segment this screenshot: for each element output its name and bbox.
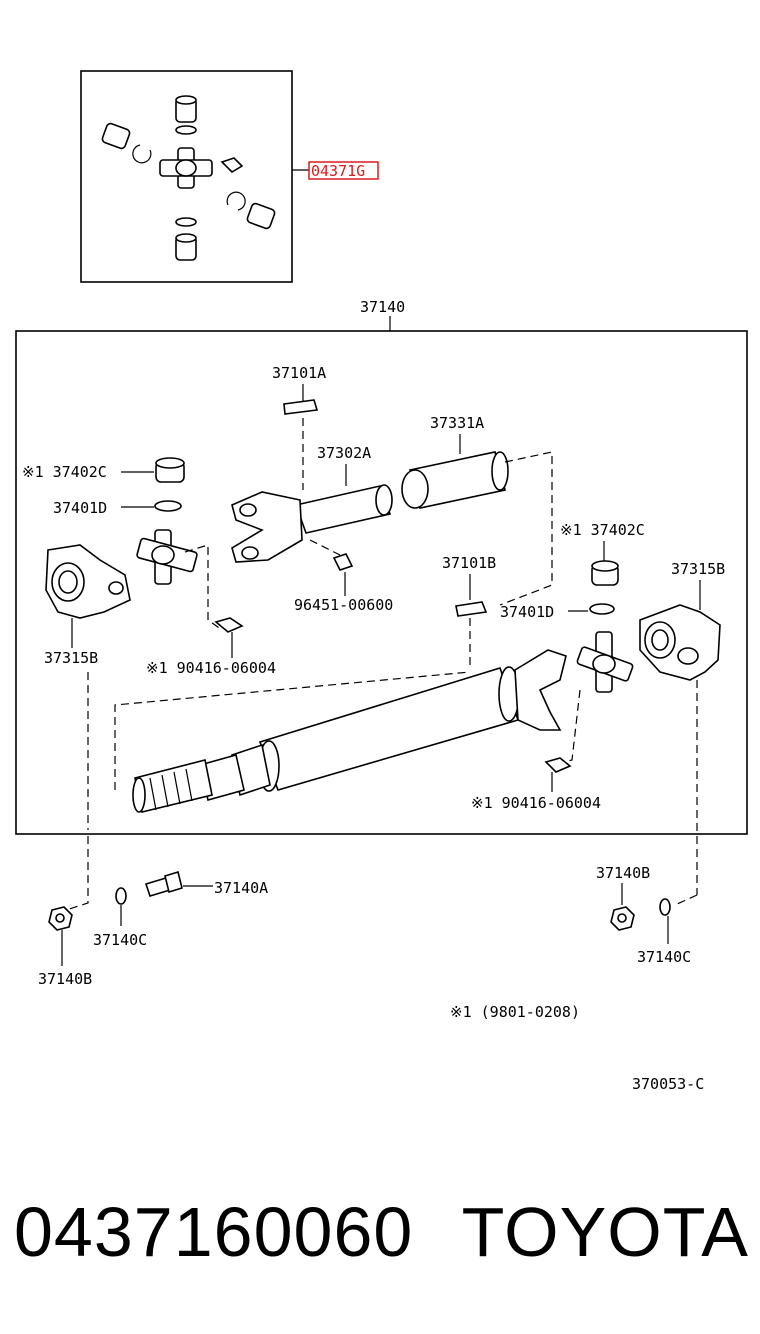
parts-diagram: 04371G 37140 37101A 37331A 37302A 96451-… bbox=[15, 70, 748, 1093]
fitting-90416-lower bbox=[544, 757, 572, 773]
label-37401D-left: 37401D bbox=[53, 499, 107, 517]
grease-fitting-inset bbox=[220, 157, 244, 174]
nut-37140B-left bbox=[48, 906, 73, 931]
label-37140B-left: 37140B bbox=[38, 970, 92, 988]
label-37140A: 37140A bbox=[214, 879, 268, 897]
part-number: 0437160060 bbox=[14, 1193, 414, 1271]
label-04371G[interactable]: 04371G bbox=[311, 162, 365, 180]
sleeve-37331A bbox=[401, 451, 509, 509]
label-37402C-left: ※1 37402C bbox=[22, 463, 107, 481]
label-assembly: 37140 bbox=[360, 298, 405, 316]
fitting-90416-upper bbox=[214, 617, 244, 633]
balance-weight-37101B bbox=[455, 601, 488, 617]
propeller-shaft bbox=[132, 649, 567, 813]
label-96451: 96451-00600 bbox=[294, 596, 393, 614]
spider-right bbox=[576, 631, 634, 693]
inset-box bbox=[80, 70, 309, 283]
label-37401D-right: 37401D bbox=[500, 603, 554, 621]
footer: 0437160060 TOYOTA bbox=[14, 1192, 749, 1272]
balance-weight-37101A bbox=[283, 399, 319, 415]
label-37101A: 37101A bbox=[272, 364, 326, 382]
brand-name: TOYOTA bbox=[461, 1193, 749, 1271]
label-37315B-left: 37315B bbox=[44, 649, 98, 667]
washer-37140C-left bbox=[115, 887, 127, 905]
flange-37315B-right bbox=[639, 604, 721, 681]
grease-fitting-96451 bbox=[332, 553, 354, 571]
label-37302A: 37302A bbox=[317, 444, 371, 462]
snap-ring-37401D-right bbox=[589, 603, 615, 615]
label-37402C-right: ※1 37402C bbox=[560, 521, 645, 539]
spider-cross-inset bbox=[159, 147, 213, 189]
applicability-note: ※1 (9801-0208) bbox=[450, 1003, 580, 1021]
label-90416-lower: ※1 90416-06004 bbox=[471, 794, 601, 812]
bolt-37140A bbox=[144, 870, 183, 897]
bearing-cup-37402C-right bbox=[591, 560, 619, 586]
diagram-code: 370053-C bbox=[632, 1075, 704, 1093]
label-37101B: 37101B bbox=[442, 554, 496, 572]
label-37140C-right: 37140C bbox=[637, 948, 691, 966]
nut-37140B-right bbox=[610, 906, 635, 931]
washer-37140C-right bbox=[659, 898, 671, 916]
highlight-box bbox=[308, 161, 379, 180]
flange-37315B-left bbox=[45, 544, 131, 619]
bearing-cups-inset bbox=[101, 95, 276, 261]
yoke-37302A bbox=[231, 484, 393, 563]
label-37140C-left: 37140C bbox=[93, 931, 147, 949]
assembly-box bbox=[15, 330, 748, 835]
label-37315B-right: 37315B bbox=[671, 560, 725, 578]
spider-left bbox=[136, 529, 198, 585]
bearing-cup-37402C-left bbox=[155, 457, 185, 483]
snap-rings-inset bbox=[132, 125, 246, 227]
snap-ring-37401D-left bbox=[154, 500, 182, 512]
label-37140B-right: 37140B bbox=[596, 864, 650, 882]
label-37331A: 37331A bbox=[430, 414, 484, 432]
label-90416-upper: ※1 90416-06004 bbox=[146, 659, 276, 677]
